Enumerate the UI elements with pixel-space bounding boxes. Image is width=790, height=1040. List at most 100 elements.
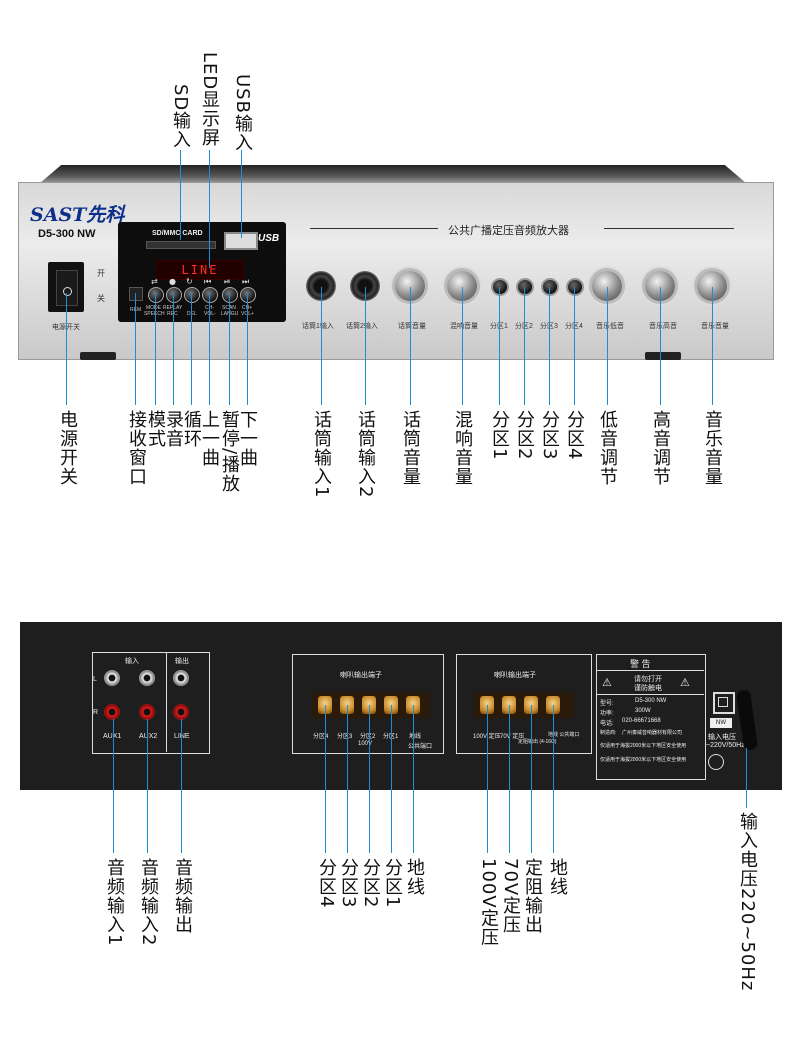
warning-text-2: 谨防触电 <box>634 685 662 692</box>
left-channel-label: L <box>93 676 97 683</box>
callout-audio-in1: 音频输入1 <box>104 858 125 947</box>
spec-phone-key: 电话: <box>600 721 614 727</box>
t1-sub-common: 公共端口 <box>408 744 433 750</box>
aux2-right-jack[interactable] <box>139 704 155 720</box>
line-mode <box>155 293 156 405</box>
line-loop <box>191 293 192 405</box>
t2-label-100v: 100V 定压 <box>473 734 501 740</box>
callout-audio-out: 音频输出 <box>172 858 193 934</box>
callout-audio-in2: 音频输入2 <box>138 858 159 947</box>
line-mic-vol <box>410 287 411 405</box>
rec-label: REC <box>167 311 178 317</box>
aux1-label: AUX1 <box>103 733 121 740</box>
next-button[interactable] <box>240 287 256 303</box>
t1-label-zone3: 分区3 <box>337 734 353 740</box>
spec-label-plate <box>596 654 706 780</box>
front-foot-right <box>645 352 681 360</box>
sd-card-slot[interactable] <box>146 241 216 249</box>
t2-label-fixed: 定阻输出 (4-16Ω) <box>518 739 557 745</box>
loop-icon: ↻ <box>186 277 193 286</box>
t1-label-zone1: 分区1 <box>383 731 398 740</box>
callout-bass: 低音调节 <box>597 410 618 486</box>
callout-loop: 循环 <box>181 410 202 448</box>
callout-power-switch: 电源开关 <box>57 410 78 486</box>
speaker-terminal-block-2 <box>456 654 592 754</box>
callout-sd-input: SD输入 <box>170 84 191 150</box>
line-treble <box>660 287 661 405</box>
warning-text-1: 请勿打开 <box>634 676 662 683</box>
callout-input-voltage: 输入电压220~50Hz <box>737 812 758 992</box>
zone2-switch[interactable] <box>516 278 534 296</box>
line-prev <box>209 293 210 405</box>
record-icon: ● <box>169 277 176 286</box>
t2-label-ground: 地线 公共端口 <box>548 732 580 738</box>
power-rocker-icon <box>56 270 78 306</box>
aux1-right-jack[interactable] <box>104 704 120 720</box>
line-zone4 <box>574 287 575 405</box>
mic2-label: 话筒2输入 <box>346 323 378 330</box>
line-line-out <box>181 719 182 853</box>
scan-label: SCAN <box>222 305 236 311</box>
audio-io-divider <box>166 652 167 752</box>
zone1-switch[interactable] <box>491 278 509 296</box>
bass-label: 音乐低音 <box>596 323 624 330</box>
callout-rear-zone3: 分区3 <box>338 858 359 909</box>
aux1-left-jack[interactable] <box>104 670 120 686</box>
line-play <box>229 293 230 405</box>
spec-model-val: D5-300 NW <box>635 698 667 704</box>
line-mic1 <box>321 287 322 405</box>
fuse-icon <box>718 697 728 707</box>
zone4-switch[interactable] <box>566 278 584 296</box>
music-volume-label: 音乐音量 <box>701 323 729 330</box>
warning-icon-left: ⚠ <box>602 677 612 689</box>
spec-power-val: 300W <box>635 708 651 714</box>
callout-mic1: 话筒输入1 <box>311 410 332 499</box>
line-ground2 <box>553 705 554 853</box>
aux2-label: AUX2 <box>139 733 158 740</box>
usb-label: USB <box>258 233 280 244</box>
prev-button[interactable] <box>202 287 218 303</box>
line-mic2 <box>365 287 366 405</box>
callout-reverb-volume: 混响音量 <box>452 410 473 486</box>
callout-rear-zone2: 分区2 <box>360 858 381 909</box>
line-left-jack[interactable] <box>173 670 189 686</box>
warning-icon-right: ⚠ <box>680 677 690 689</box>
callout-usb-input: USB输入 <box>232 74 253 152</box>
front-foot-left <box>80 352 116 360</box>
loop-button[interactable] <box>184 287 200 303</box>
front-top-edge <box>40 165 746 183</box>
zone3-switch[interactable] <box>541 278 559 296</box>
speaker-block2-title: 喇叭输出端子 <box>494 672 536 679</box>
speaker-terminal-block-1 <box>292 654 444 754</box>
mic-volume-label: 话筒音量 <box>398 323 426 330</box>
line-zone2 <box>524 287 525 405</box>
replay-label: REPLAY <box>163 305 182 311</box>
callout-fixed-impedance: 定阻输出 <box>522 858 543 934</box>
rec-button[interactable] <box>166 287 182 303</box>
callout-mic2: 话筒输入2 <box>355 410 376 499</box>
zone1-label: 分区1 <box>490 321 508 331</box>
warning-rule <box>596 670 704 671</box>
line-rear-ground1 <box>413 705 414 853</box>
audio-io-box <box>92 652 210 754</box>
spec-note-1: 仅适用于海拔2000米以下地区安全使用 <box>600 743 687 749</box>
line-led <box>209 150 210 268</box>
callout-100v: 100V定压 <box>478 858 499 947</box>
callout-zone4: 分区4 <box>564 410 585 461</box>
line-reverb <box>462 287 463 405</box>
spec-rule <box>596 694 704 695</box>
power-on-label: 开 <box>97 269 105 278</box>
mode-button[interactable] <box>148 287 164 303</box>
aux2-left-jack[interactable] <box>139 670 155 686</box>
callout-led-display: LED显示屏 <box>199 52 220 148</box>
callout-rear-ground1: 地线 <box>404 858 425 896</box>
play-pause-button[interactable] <box>222 287 238 303</box>
t1-label-ground: 地线 <box>409 734 422 740</box>
line-rec <box>173 293 174 405</box>
right-channel-label: R <box>93 709 99 716</box>
line-voltage <box>746 748 747 808</box>
line-right-jack[interactable] <box>173 704 189 720</box>
spec-note-2: 仅适用于海拔2000米以下地区安全使用 <box>600 757 687 763</box>
callout-mode: 模式 <box>145 410 166 448</box>
prev-icon: ⏮ <box>204 277 212 286</box>
